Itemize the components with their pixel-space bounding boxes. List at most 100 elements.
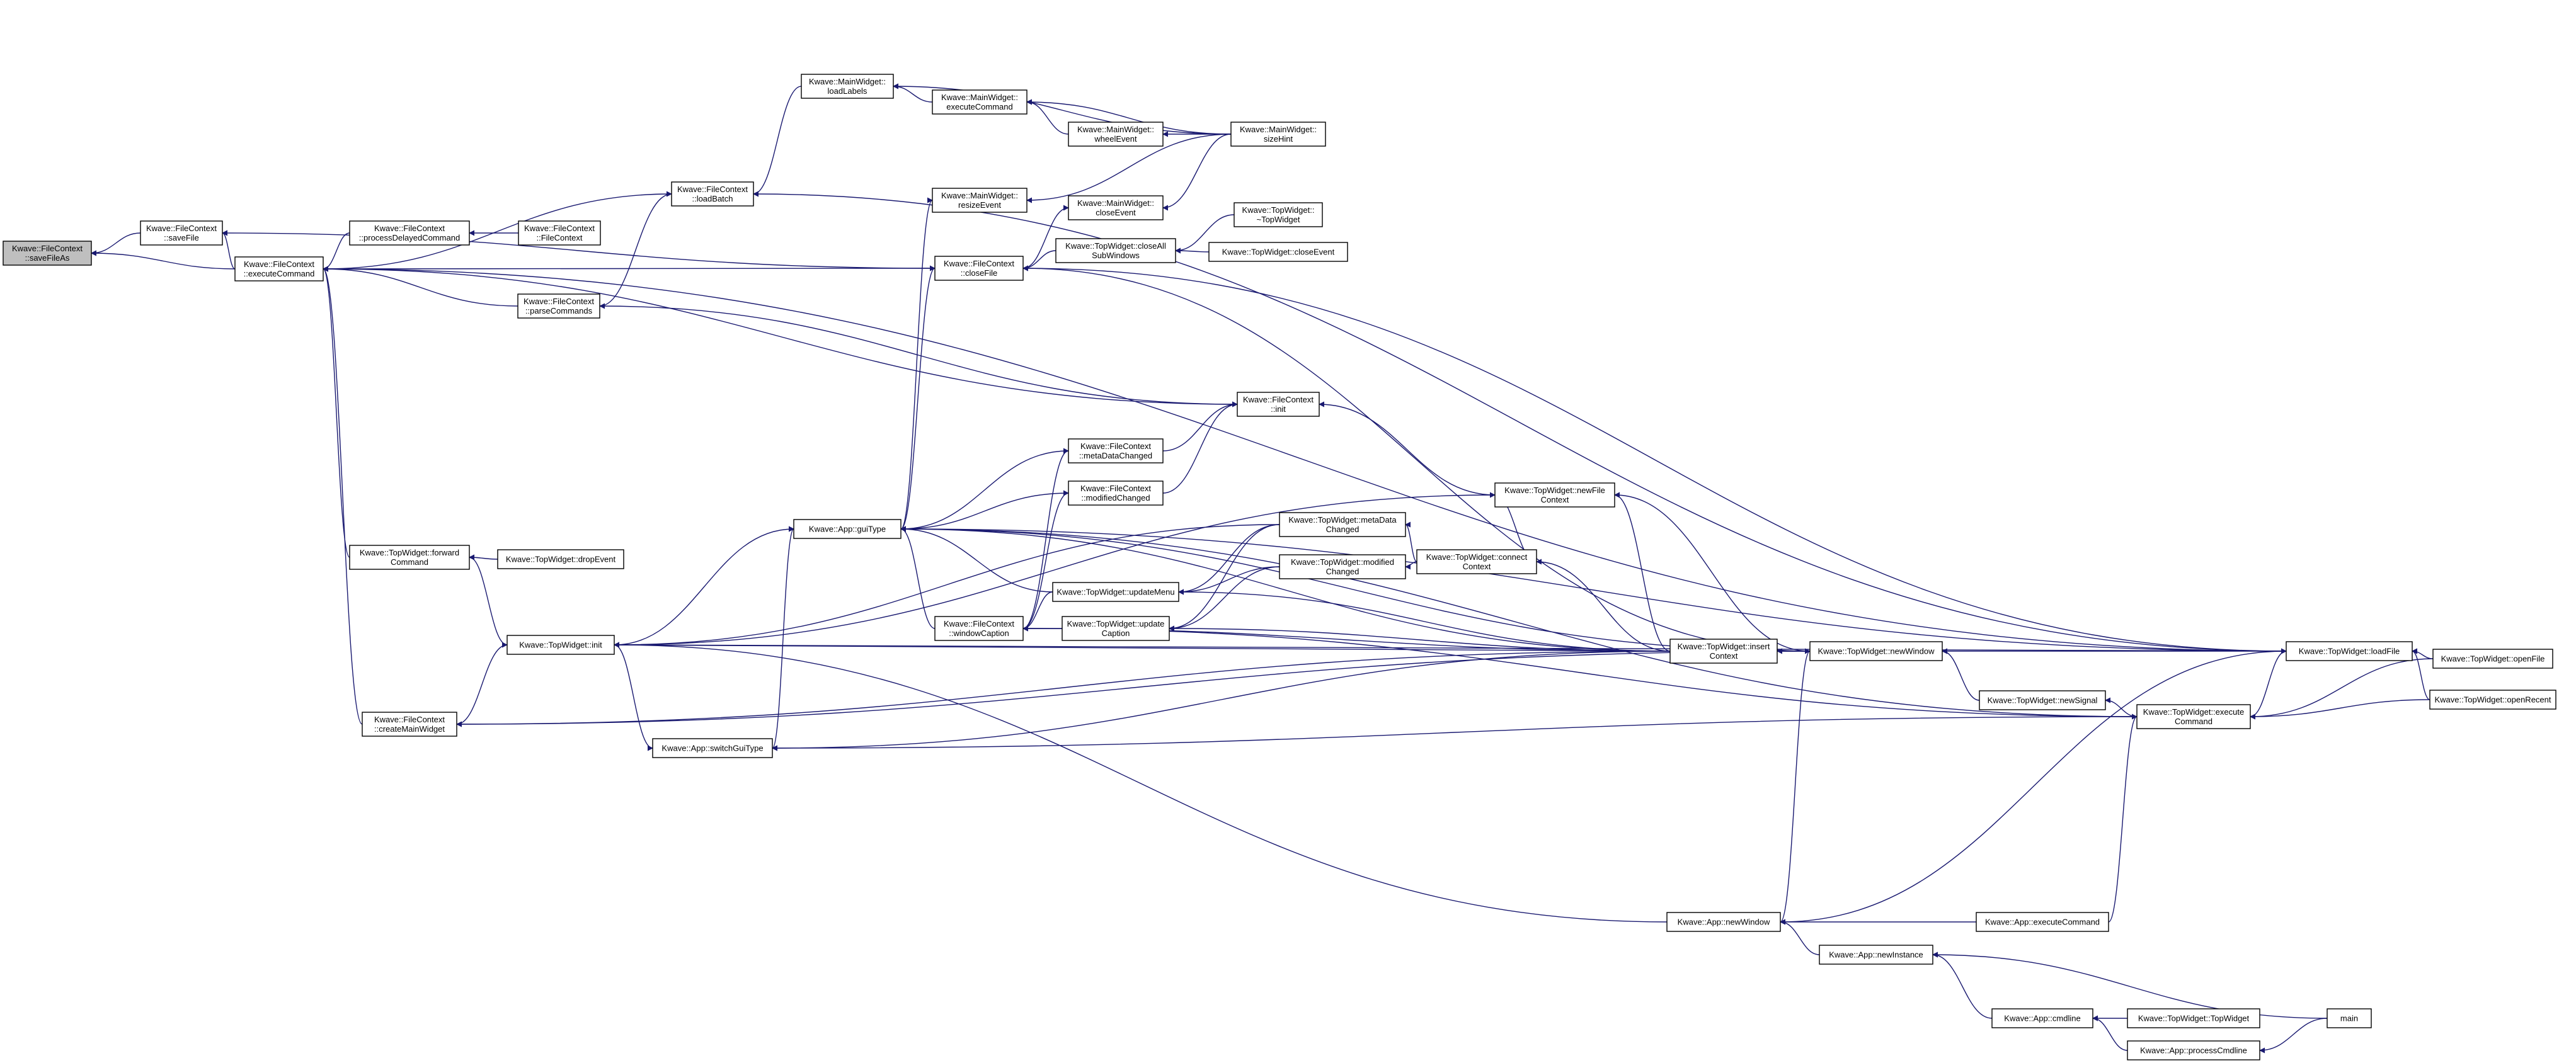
node-twUpdateMenu[interactable]: Kwave::TopWidget::updateMenu — [1052, 582, 1179, 602]
node-box[interactable] — [1819, 945, 1933, 965]
node-box[interactable] — [934, 616, 1024, 641]
node-box[interactable] — [1279, 554, 1406, 579]
node-processDelayedCommand[interactable]: Kwave::FileContext::processDelayedComman… — [349, 220, 470, 246]
node-twCloseEvent[interactable]: Kwave::TopWidget::closeEvent — [1208, 242, 1348, 262]
node-windowCaption[interactable]: Kwave::FileContext::windowCaption — [934, 616, 1024, 641]
node-box[interactable] — [1666, 912, 1781, 932]
node-box[interactable] — [1068, 195, 1164, 220]
node-box[interactable] — [140, 220, 223, 246]
node-twNewSignal[interactable]: Kwave::TopWidget::newSignal — [1979, 690, 2106, 710]
node-twInit[interactable]: Kwave::TopWidget::init — [507, 635, 615, 655]
node-mwResizeEvent[interactable]: Kwave::MainWidget::resizeEvent — [932, 188, 1028, 213]
node-mwExecuteCommand[interactable]: Kwave::MainWidget::executeCommand — [932, 89, 1028, 115]
node-fcCtor[interactable]: Kwave::FileContext::FileContext — [518, 220, 601, 246]
node-box[interactable] — [507, 635, 615, 655]
node-mwSizeHint[interactable]: Kwave::MainWidget::sizeHint — [1230, 122, 1326, 147]
node-twNewWindow[interactable]: Kwave::TopWidget::newWindow — [1809, 641, 1943, 661]
node-saveFileAs[interactable]: Kwave::FileContext::saveFileAs — [3, 241, 92, 266]
node-twOpenRecent[interactable]: Kwave::TopWidget::openRecent — [2429, 690, 2556, 710]
node-closeFile[interactable]: Kwave::FileContext::closeFile — [934, 256, 1024, 281]
node-twCtor[interactable]: Kwave::TopWidget::TopWidget — [2127, 1008, 2260, 1028]
node-mwCloseEvent[interactable]: Kwave::MainWidget::closeEvent — [1068, 195, 1164, 220]
node-appNewWindow[interactable]: Kwave::App::newWindow — [1666, 912, 1781, 932]
node-twModifiedChanged[interactable]: Kwave::TopWidget::modifiedChanged — [1279, 554, 1406, 579]
node-box[interactable] — [932, 188, 1028, 213]
node-main[interactable]: main — [2327, 1008, 2372, 1028]
node-box[interactable] — [1230, 122, 1326, 147]
node-executeCommand[interactable]: Kwave::FileContext::executeCommand — [234, 256, 324, 281]
node-twExecuteCommand[interactable]: Kwave::TopWidget::executeCommand — [2136, 704, 2251, 729]
node-box[interactable] — [1234, 202, 1323, 227]
node-box[interactable] — [1068, 480, 1164, 506]
node-guiType[interactable]: Kwave::App::guiType — [793, 519, 902, 539]
node-box[interactable] — [1809, 641, 1943, 661]
node-box[interactable] — [2136, 704, 2251, 729]
node-box[interactable] — [349, 545, 470, 570]
node-box[interactable] — [1055, 238, 1176, 263]
node-twDtor[interactable]: Kwave::TopWidget::~TopWidget — [1234, 202, 1323, 227]
node-label: ~TopWidget — [1256, 215, 1300, 224]
node-twMetaDataChanged[interactable]: Kwave::TopWidget::metaDataChanged — [1279, 512, 1406, 537]
node-appCmdline[interactable]: Kwave::App::cmdline — [1991, 1008, 2093, 1028]
node-twOpenFile[interactable]: Kwave::TopWidget::openFile — [2432, 649, 2553, 669]
node-box[interactable] — [2127, 1040, 2260, 1060]
node-label: Kwave::TopWidget::execute — [2143, 707, 2244, 717]
node-modifiedChanged[interactable]: Kwave::FileContext::modifiedChanged — [1068, 480, 1164, 506]
node-box[interactable] — [671, 181, 754, 207]
node-box[interactable] — [1062, 616, 1170, 641]
node-box[interactable] — [1976, 912, 2109, 932]
node-label: ::closeFile — [961, 268, 998, 278]
node-metaDataChanged[interactable]: Kwave::FileContext::metaDataChanged — [1068, 438, 1164, 463]
node-twDropEvent[interactable]: Kwave::TopWidget::dropEvent — [497, 549, 624, 569]
node-box[interactable] — [3, 241, 92, 266]
node-box[interactable] — [349, 220, 470, 246]
node-box[interactable] — [934, 256, 1024, 281]
node-box[interactable] — [1494, 482, 1615, 508]
node-box[interactable] — [801, 74, 894, 99]
node-box[interactable] — [362, 712, 457, 737]
node-box[interactable] — [234, 256, 324, 281]
node-appNewInstance[interactable]: Kwave::App::newInstance — [1819, 945, 1933, 965]
node-box[interactable] — [1991, 1008, 2093, 1028]
node-box[interactable] — [2127, 1008, 2260, 1028]
node-box[interactable] — [2432, 649, 2553, 669]
node-appExecuteCommand[interactable]: Kwave::App::executeCommand — [1976, 912, 2109, 932]
node-box[interactable] — [1052, 582, 1179, 602]
node-box[interactable] — [1237, 392, 1320, 417]
node-parseCommands[interactable]: Kwave::FileContext::parseCommands — [517, 293, 600, 319]
node-box[interactable] — [932, 89, 1028, 115]
node-box[interactable] — [518, 220, 601, 246]
node-box[interactable] — [1416, 549, 1537, 574]
node-createMainWidget[interactable]: Kwave::FileContext::createMainWidget — [362, 712, 457, 737]
node-switchGuiType[interactable]: Kwave::App::switchGuiType — [652, 738, 773, 758]
node-box[interactable] — [1068, 438, 1164, 463]
node-label: Context — [1541, 495, 1569, 504]
edge-processDelayedCommand-to-executeCommand — [323, 232, 350, 272]
node-loadBatch[interactable]: Kwave::FileContext::loadBatch — [671, 181, 754, 207]
node-box[interactable] — [652, 738, 773, 758]
node-box[interactable] — [1208, 242, 1348, 262]
node-box[interactable] — [1068, 122, 1164, 147]
node-saveFile[interactable]: Kwave::FileContext::saveFile — [140, 220, 223, 246]
node-box[interactable] — [497, 549, 624, 569]
node-box[interactable] — [2327, 1008, 2372, 1028]
node-mwWheelEvent[interactable]: Kwave::MainWidget::wheelEvent — [1068, 122, 1164, 147]
node-box[interactable] — [2286, 641, 2413, 661]
node-box[interactable] — [517, 293, 600, 319]
node-box[interactable] — [1979, 690, 2106, 710]
edge-twConnectContext-to-twMetaDataChanged — [1405, 521, 1417, 562]
node-box[interactable] — [1279, 512, 1406, 537]
node-fcInit[interactable]: Kwave::FileContext::init — [1237, 392, 1320, 417]
node-twLoadFile[interactable]: Kwave::TopWidget::loadFile — [2286, 641, 2413, 661]
node-box[interactable] — [2429, 690, 2556, 710]
node-box[interactable] — [793, 519, 902, 539]
node-appProcessCmdline[interactable]: Kwave::App::processCmdline — [2127, 1040, 2260, 1060]
node-mwLoadLabels[interactable]: Kwave::MainWidget::loadLabels — [801, 74, 894, 99]
node-box[interactable] — [1669, 639, 1778, 664]
